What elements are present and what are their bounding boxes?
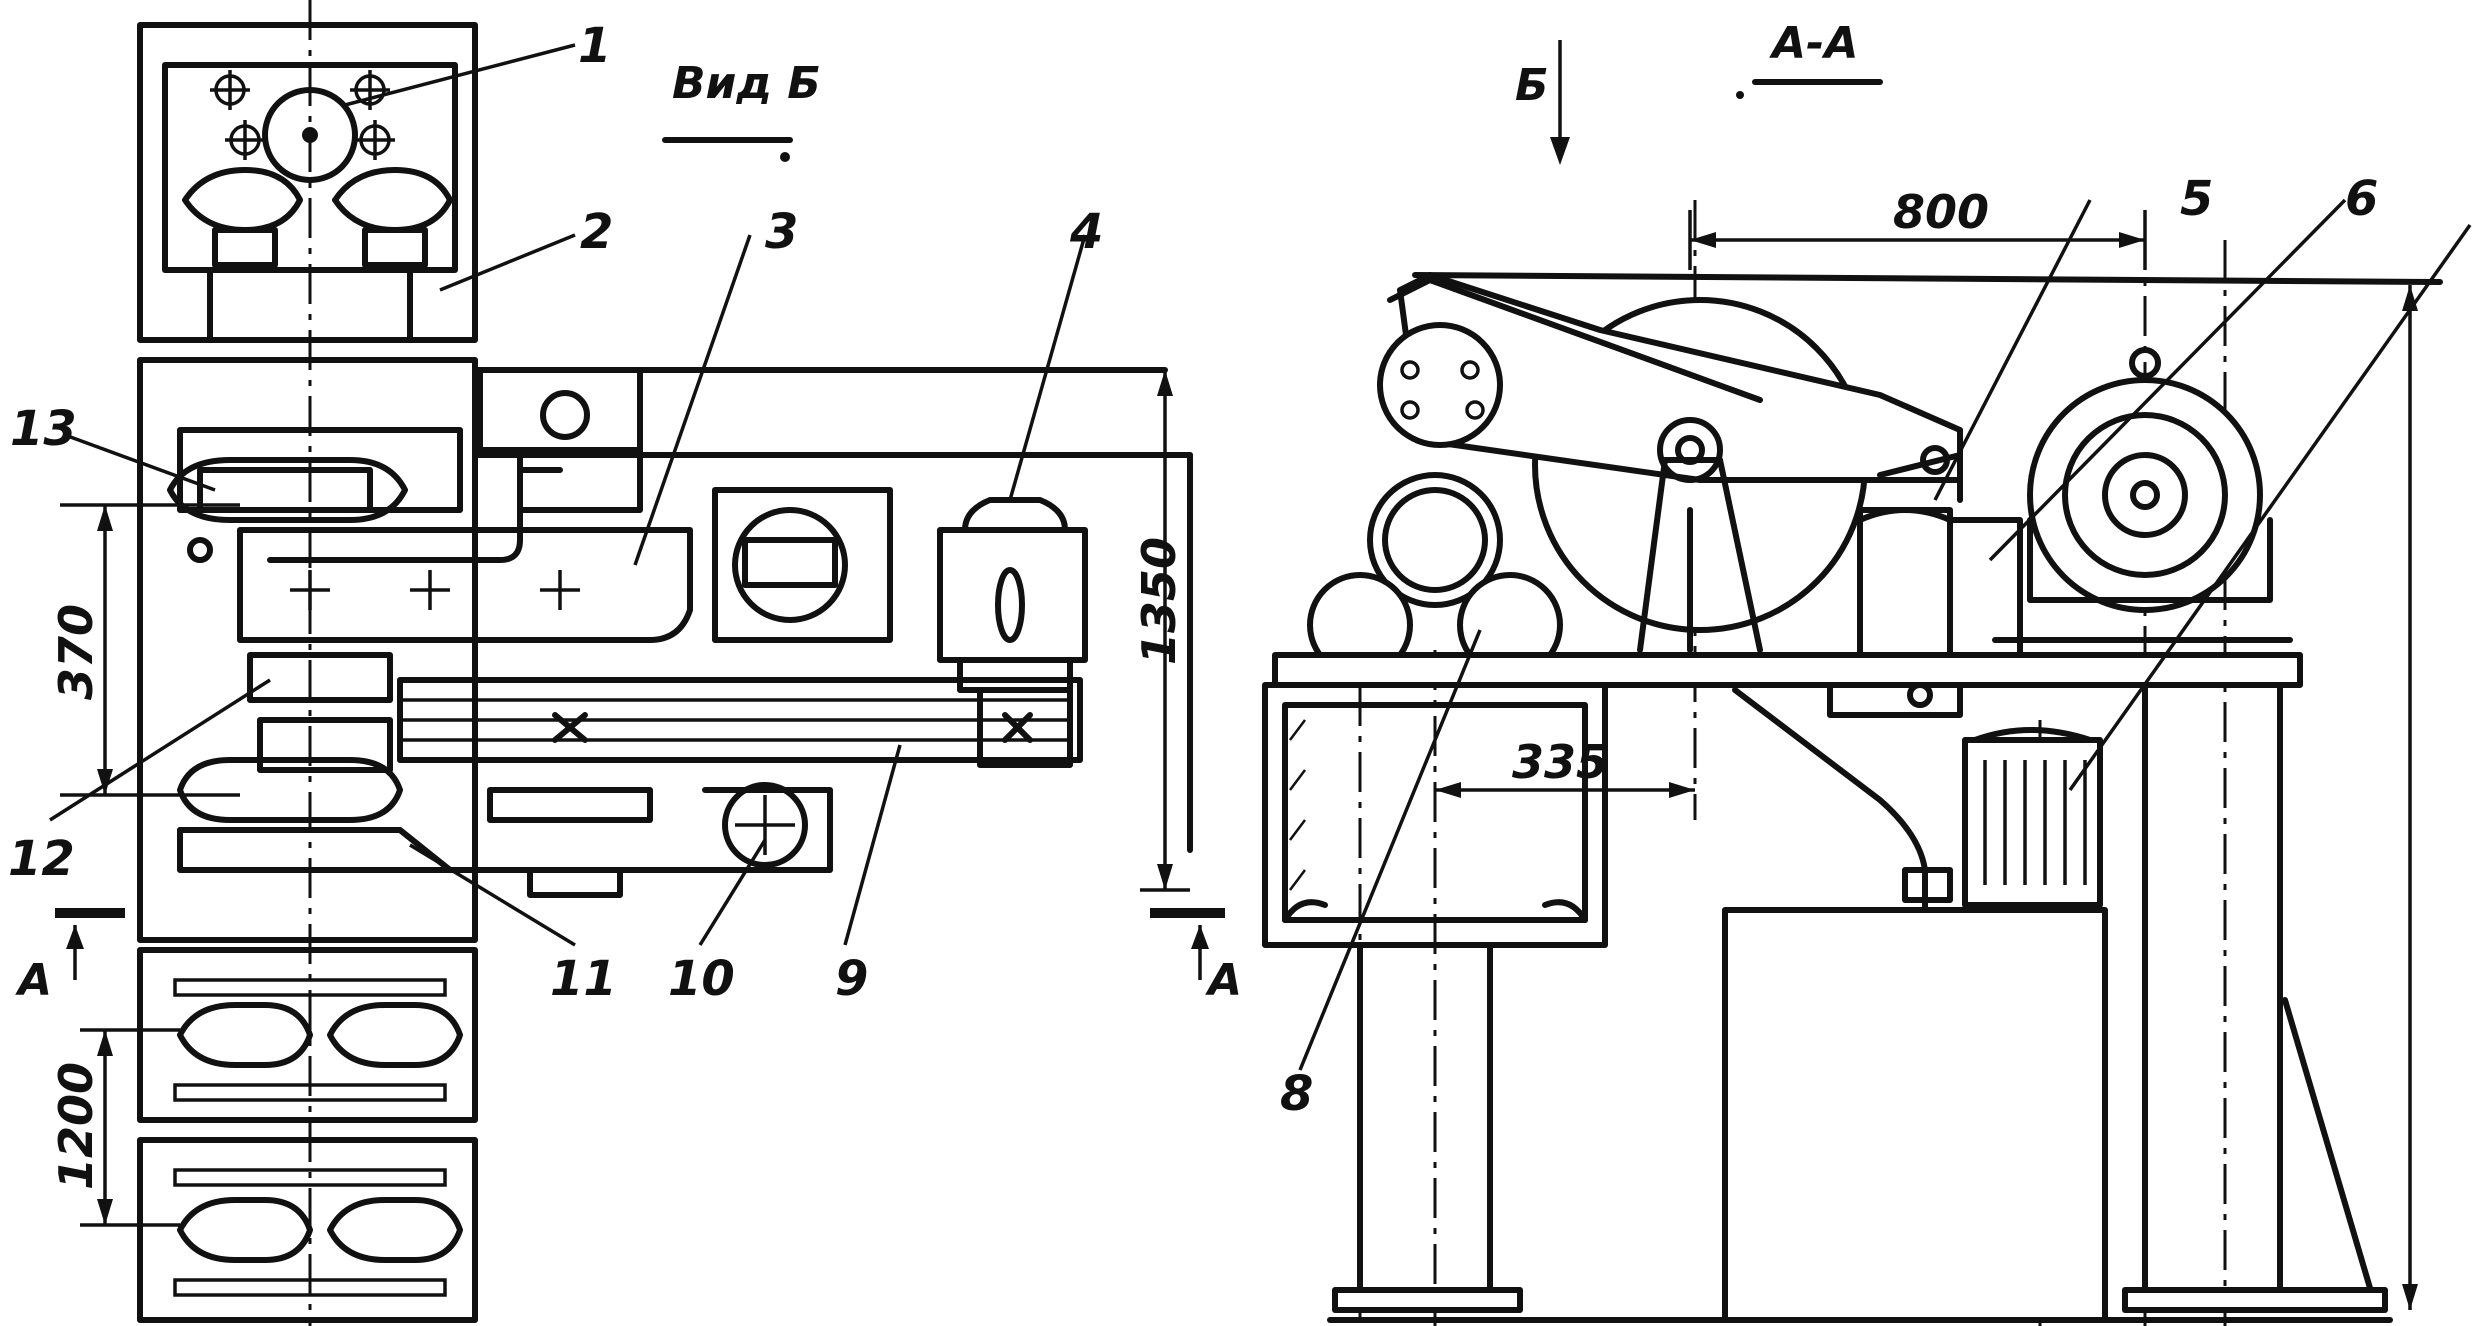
callout-10: 10: [668, 951, 735, 1007]
left-view: [49, 0, 1225, 1326]
right-view: [1262, 40, 2472, 1326]
callout-11: 11: [550, 951, 617, 1007]
labels: Вид Б А-А Б А А 370 1350 1200 800 335 1 …: [8, 18, 2378, 1190]
callout-8: 8: [1280, 1066, 1313, 1122]
right-view-title: А-А: [1769, 18, 1858, 69]
callout-6: 6: [2345, 171, 2378, 227]
callout-9: 9: [835, 951, 868, 1007]
dimension-335: 335: [1512, 735, 1608, 789]
section-mark-left: А: [15, 955, 52, 1006]
section-mark-right: А: [1205, 955, 1242, 1006]
callout-5: 5: [2180, 171, 2213, 227]
callout-3: 3: [765, 204, 798, 260]
callout-13: 13: [10, 401, 77, 457]
view-arrow-letter: Б: [1515, 60, 1549, 111]
callout-4: 4: [1069, 204, 1103, 260]
left-view-title: Вид Б: [672, 58, 821, 109]
dimension-1350: 1350: [1132, 537, 1186, 665]
callout-2: 2: [580, 204, 613, 260]
callout-12: 12: [8, 831, 75, 887]
callout-1: 1: [578, 18, 611, 74]
dimension-1200: 1200: [49, 1062, 103, 1190]
dimension-370: 370: [49, 604, 103, 700]
dimension-800: 800: [1893, 185, 1989, 239]
